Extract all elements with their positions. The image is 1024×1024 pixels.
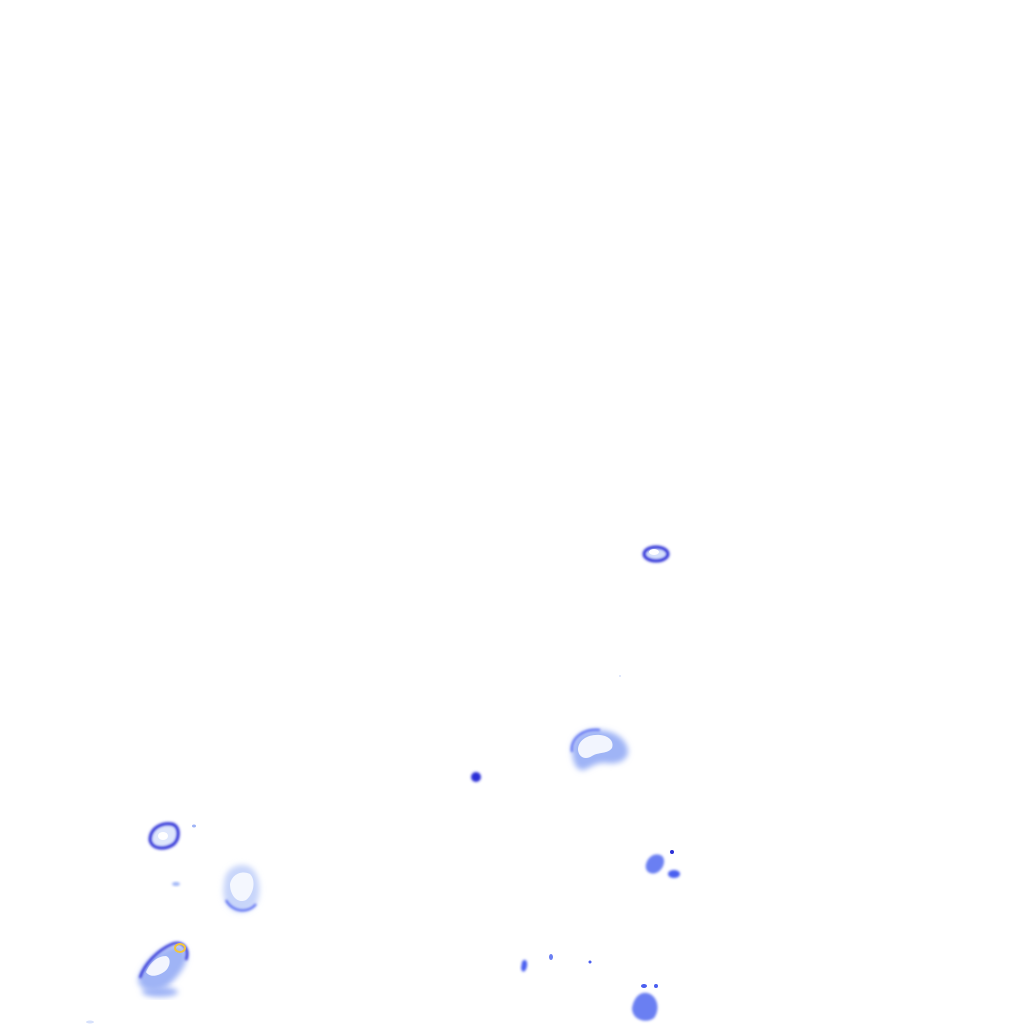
- blob-ring-small: [642, 545, 670, 563]
- blob-ring-left: [148, 822, 180, 850]
- blob-dot: [471, 772, 481, 782]
- blob-cluster-right: [645, 850, 680, 878]
- blob-medium-left: [223, 864, 260, 913]
- blob-large-pale: [570, 728, 629, 771]
- blob-bottom-right: [632, 984, 658, 1021]
- blob-bottom-left: [138, 941, 189, 997]
- blob-speckle-left: [172, 824, 196, 886]
- blob-specks-bottom: [86, 675, 621, 1024]
